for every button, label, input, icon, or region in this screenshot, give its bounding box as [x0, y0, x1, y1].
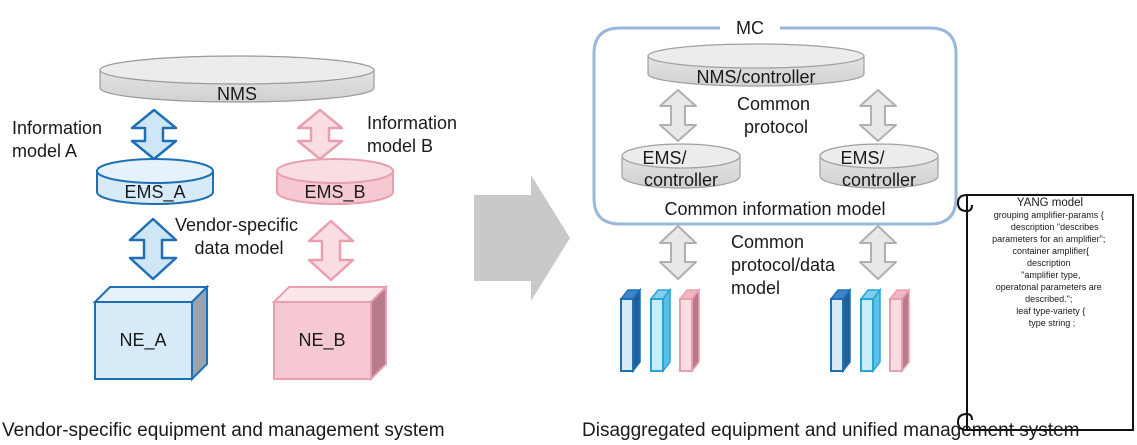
- scroll-curl-icon: [956, 412, 973, 431]
- right-panel: MC NMS/controller Common protocol EMS/ c…: [592, 18, 958, 374]
- nms-label: NMS: [217, 84, 257, 104]
- ne-a-box: NE_A: [92, 284, 210, 382]
- double-arrow-icon: [659, 225, 697, 280]
- yang-model-scroll: YANG model grouping amplifier-params { d…: [956, 194, 1134, 431]
- ems-b-disk: EMS_B: [276, 158, 394, 205]
- yang-code: grouping amplifier-params { description …: [992, 210, 1108, 328]
- equipment-module-blue: [619, 287, 642, 374]
- equipment-module-cyan: [859, 287, 882, 374]
- transition-arrow-icon: [474, 175, 570, 301]
- ems-a-disk: EMS_A: [96, 158, 214, 205]
- equipment-module-pink: [888, 287, 911, 374]
- ems-controller-label: EMS/ controller: [642, 148, 718, 190]
- ne-b-label: NE_B: [298, 330, 345, 351]
- scroll-curl-icon: [956, 194, 973, 213]
- nms-controller-disk: NMS/controller: [647, 43, 865, 87]
- equipment-module-pink: [678, 287, 701, 374]
- double-arrow-icon: [128, 217, 178, 281]
- ems-b-label: EMS_B: [304, 182, 365, 203]
- mc-frame: [592, 26, 958, 226]
- ems-controller-disk: EMS/ controller: [819, 143, 939, 190]
- common-info-model-label: Common information model: [664, 199, 885, 219]
- ne-a-label: NE_A: [119, 330, 166, 351]
- info-model-a-label: Information model A: [12, 118, 107, 161]
- caption-vendor-specific: Vendor-specific equipment and management…: [2, 420, 445, 441]
- double-arrow-icon: [296, 108, 344, 161]
- yang-title: YANG model: [1017, 197, 1083, 209]
- ems-controller-label: EMS/ controller: [840, 148, 916, 190]
- mc-label: MC: [736, 18, 764, 38]
- double-arrow-icon: [859, 89, 897, 142]
- double-arrow-icon: [130, 108, 178, 161]
- disaggregated-equipment: [829, 287, 911, 374]
- ems-a-label: EMS_A: [124, 182, 185, 203]
- double-arrow-icon: [859, 225, 897, 280]
- left-panel: NMS Information model A Information mode…: [12, 55, 462, 382]
- nms-controller-label: NMS/controller: [696, 67, 815, 87]
- double-arrow-icon: [659, 89, 697, 142]
- info-model-b-label: Information model B: [367, 113, 462, 156]
- equipment-module-cyan: [649, 287, 672, 374]
- disaggregated-equipment: [619, 287, 701, 374]
- caption-disaggregated: Disaggregated equipment and unified mana…: [582, 420, 1080, 441]
- common-protocol-data-label: Common protocol/data model: [731, 232, 840, 298]
- ems-controller-disk: EMS/ controller: [621, 143, 741, 190]
- double-arrow-icon: [307, 219, 355, 282]
- ne-b-box: NE_B: [271, 284, 389, 382]
- common-protocol-label: Common protocol: [737, 94, 815, 137]
- equipment-module-blue: [829, 287, 852, 374]
- nms-disk: NMS: [99, 55, 375, 104]
- vendor-model-label: Vendor-specific data model: [175, 215, 303, 258]
